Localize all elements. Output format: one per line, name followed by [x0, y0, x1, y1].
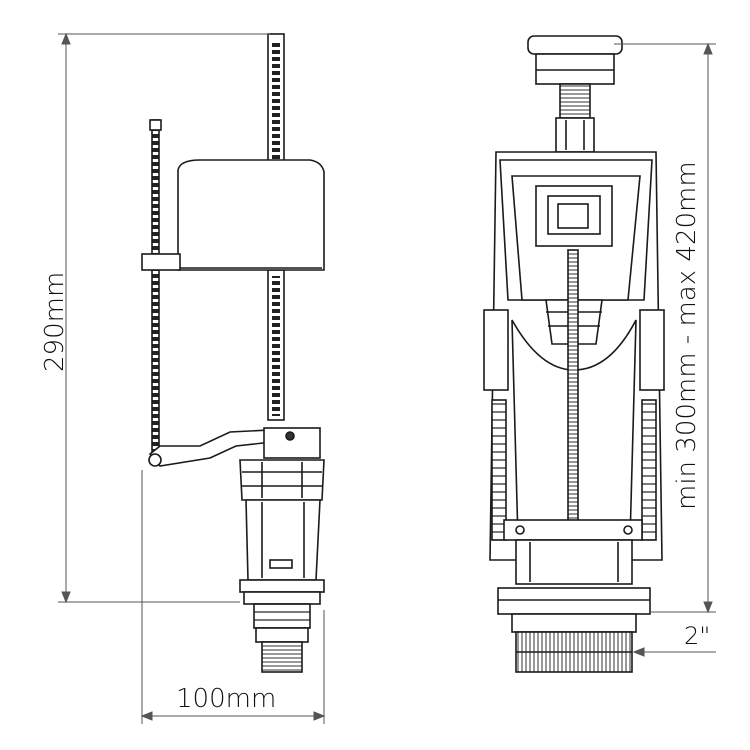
- dimension-lines-right: [614, 42, 716, 657]
- width-dimension-label: 100mm: [176, 684, 277, 714]
- valve-head: [239, 427, 325, 501]
- flush-valve: [483, 35, 665, 673]
- dimension-lines-left: [58, 32, 326, 724]
- range-dimension-label: min 300mm - max 420mm: [672, 161, 702, 510]
- flush-base: [497, 587, 651, 673]
- cage-frame: [483, 151, 665, 585]
- float-box: [141, 159, 325, 271]
- guide-bar: [267, 33, 285, 421]
- height-dimension-label: 290mm: [40, 271, 70, 372]
- push-button: [527, 35, 623, 153]
- thread-size-label: 2": [684, 622, 711, 650]
- fill-valve: [141, 33, 325, 673]
- valve-body: [239, 499, 325, 673]
- threaded-rod: [149, 119, 162, 461]
